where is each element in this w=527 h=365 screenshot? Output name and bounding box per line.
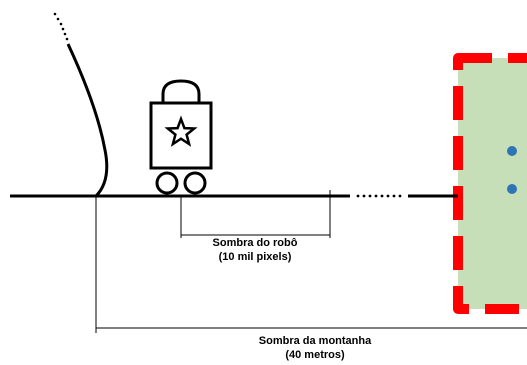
mountain-shadow-caption: Sombra da montanha (40 metros) [220, 334, 410, 362]
robot-wheel-right [183, 171, 207, 195]
highlight-frame [453, 53, 527, 314]
robot-icon [149, 79, 213, 195]
robot-body [149, 101, 213, 170]
robot-shadow-caption: Sombra do robô (10 mil pixels) [190, 236, 320, 264]
ground-line [10, 194, 458, 198]
frame-dot-bottom [507, 184, 517, 194]
robot-shadow-value: (10 mil pixels) [218, 251, 292, 263]
ground-gap-dots [356, 194, 402, 198]
robot-wheel-left [155, 171, 179, 195]
mountain-shadow-dimension [95, 196, 527, 333]
robot-shadow-dimension [180, 190, 331, 238]
mountain-slope-icon [53, 12, 109, 198]
frame-fill [458, 58, 527, 309]
robot-shadow-title: Sombra do robô [212, 237, 298, 249]
frame-dot-top [507, 146, 517, 156]
mountain-dots [53, 12, 69, 41]
frame-border [453, 53, 527, 314]
mountain-shadow-value: (40 metros) [285, 349, 345, 361]
robot-handle [161, 79, 201, 103]
mountain-shadow-title: Sombra da montanha [258, 335, 372, 347]
star-icon [164, 115, 198, 147]
